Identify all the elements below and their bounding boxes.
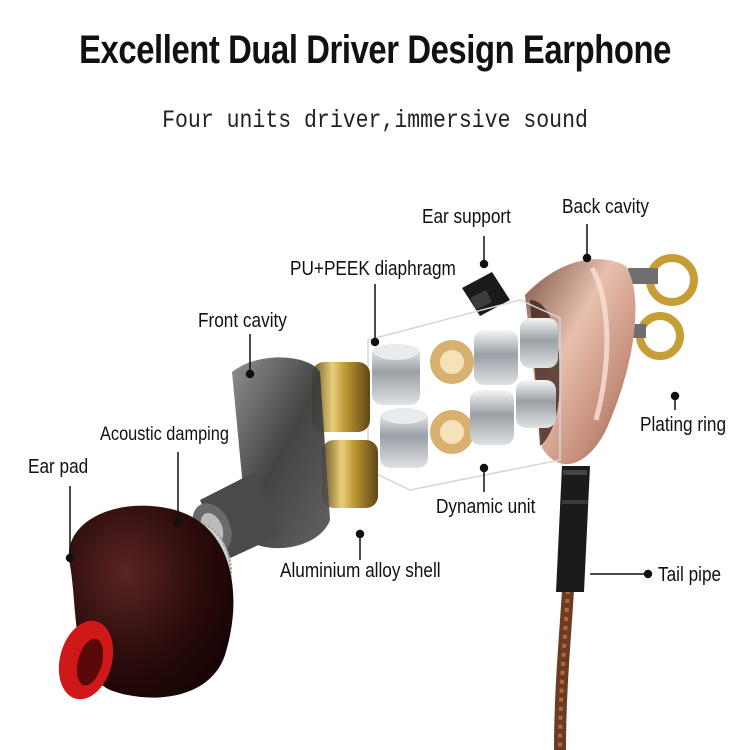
ear-support	[462, 272, 510, 316]
label-ear-pad: Ear pad	[28, 456, 89, 478]
cable	[554, 589, 574, 750]
plating-rings	[620, 254, 698, 360]
label-acoustic-damping: Acoustic damping	[100, 424, 229, 445]
page-title: Excellent Dual Driver Design Earphone	[79, 28, 671, 72]
label-tail-pipe: Tail pipe	[658, 564, 722, 586]
aluminium-alloy-shell	[312, 362, 378, 508]
label-front-cavity: Front cavity	[198, 310, 287, 332]
leader-lines	[65, 224, 680, 579]
dynamic-unit-upper	[372, 318, 558, 405]
label-diaphragm: PU+PEEK diaphragm	[290, 258, 456, 280]
ear-pad	[58, 505, 234, 700]
page-subtitle: Four units driver,immersive sound	[162, 106, 588, 135]
tail-pipe	[556, 466, 590, 592]
label-plating-ring: Plating ring	[640, 414, 727, 436]
label-aluminium-shell: Aluminium alloy shell	[280, 560, 441, 582]
label-dynamic-unit: Dynamic unit	[436, 496, 536, 518]
dynamic-unit-lower	[380, 380, 556, 468]
label-back-cavity: Back cavity	[562, 196, 649, 218]
label-ear-support: Ear support	[422, 206, 511, 228]
